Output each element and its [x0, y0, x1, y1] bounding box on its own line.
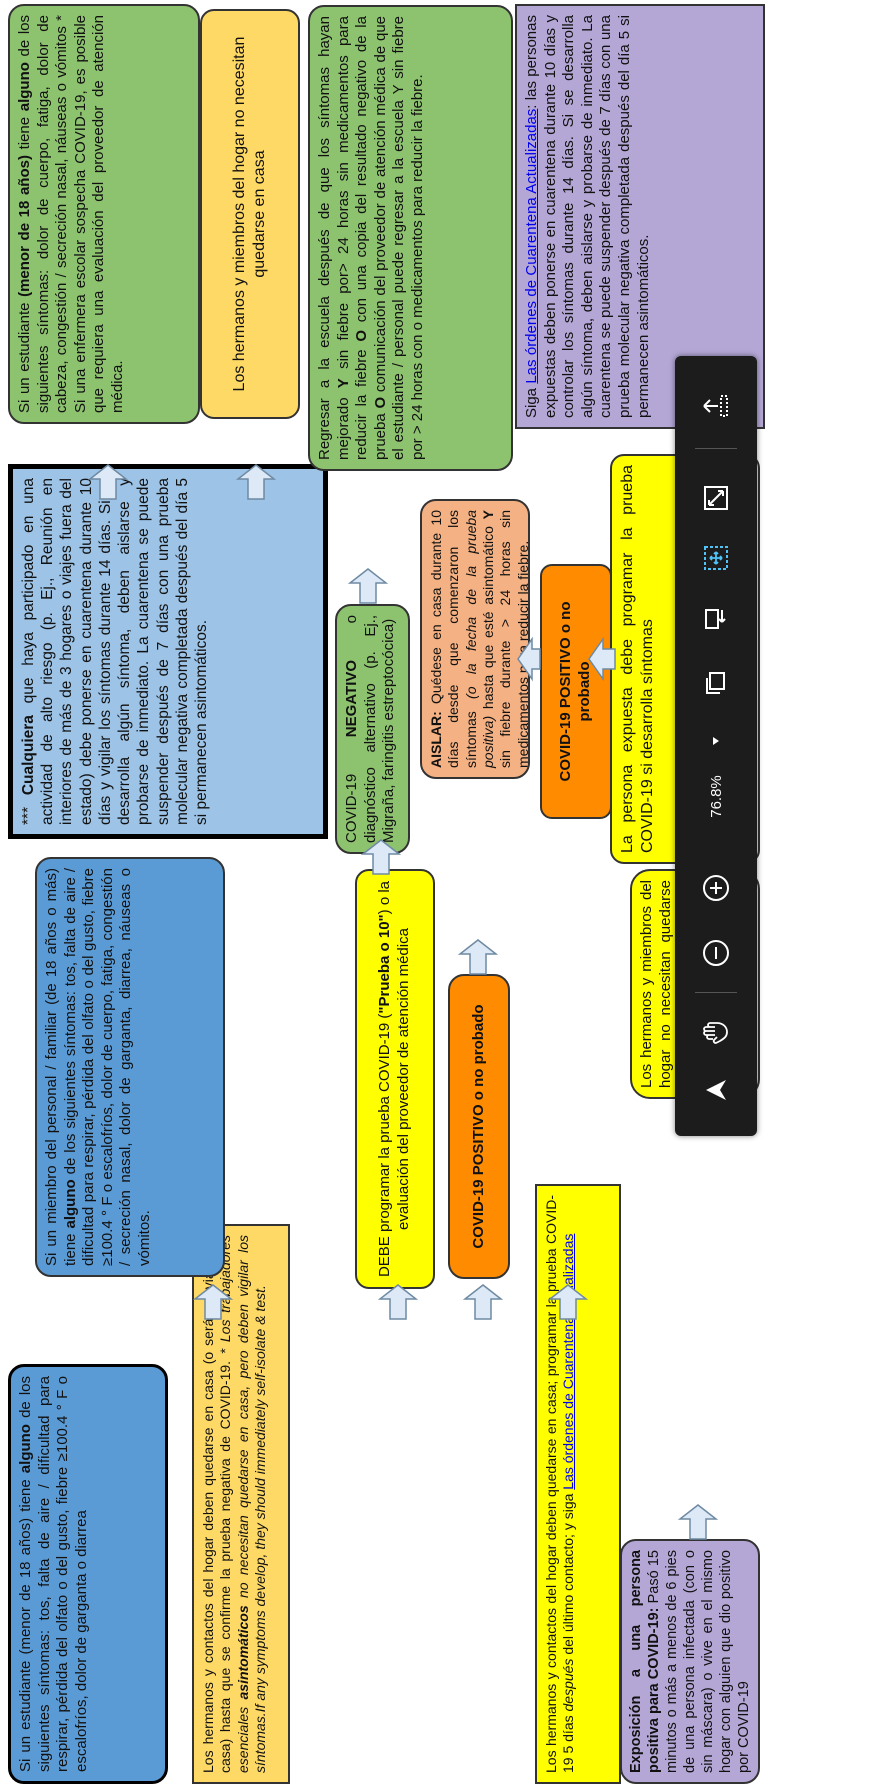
select-area-button[interactable]	[675, 536, 757, 580]
arrow-gold-to-return	[235, 464, 277, 500]
zoom-in-button[interactable]	[675, 866, 757, 910]
zoom-out-button[interactable]	[675, 931, 757, 975]
arrow-negative-to-return	[347, 568, 389, 604]
arrow-must-test-to-negative	[360, 839, 402, 875]
zoom-level[interactable]: 76.8%	[675, 766, 757, 826]
copy-page-icon	[706, 672, 725, 694]
fit-screen-button[interactable]	[675, 476, 757, 520]
pointer-icon	[706, 1080, 726, 1100]
arrow-bottom-to-positive	[588, 636, 616, 682]
rotate-page-button[interactable]	[675, 596, 757, 640]
zoom-dropdown-button[interactable]	[675, 726, 757, 756]
zoom-out-icon	[703, 940, 729, 966]
arrow-col1-to-col2-b	[377, 1284, 419, 1320]
zoom-in-icon	[703, 875, 729, 901]
arrow-exposure-to-bottom	[677, 1504, 719, 1540]
toolbar-separator-2	[695, 992, 737, 993]
arrow-positive-to-isolate	[457, 939, 499, 975]
arrow-mild-to-gold	[87, 464, 129, 500]
pan-hand-button[interactable]	[675, 1008, 757, 1052]
arrow-col1-to-col2-d	[547, 1284, 589, 1320]
zoom-dropdown-icon	[713, 737, 719, 745]
exit-fullscreen-button[interactable]	[675, 384, 757, 428]
pan-hand-icon	[703, 1022, 728, 1044]
exit-fullscreen-icon	[703, 395, 728, 417]
toolbar-separator	[695, 448, 737, 449]
select-area-icon	[704, 546, 728, 570]
copy-page-button[interactable]	[675, 661, 757, 705]
viewer-toolbar: 76.8%	[675, 356, 757, 1136]
pointer-button[interactable]	[675, 1068, 757, 1112]
arrow-col1-to-col2-a	[192, 1284, 234, 1320]
zoom-level-label: 76.8%	[707, 774, 725, 818]
arrow-col1-to-col2-c	[462, 1284, 504, 1320]
fit-screen-icon	[704, 486, 728, 510]
arrow-positive2-to-isolate	[517, 636, 541, 682]
rotate-page-icon	[705, 609, 726, 629]
